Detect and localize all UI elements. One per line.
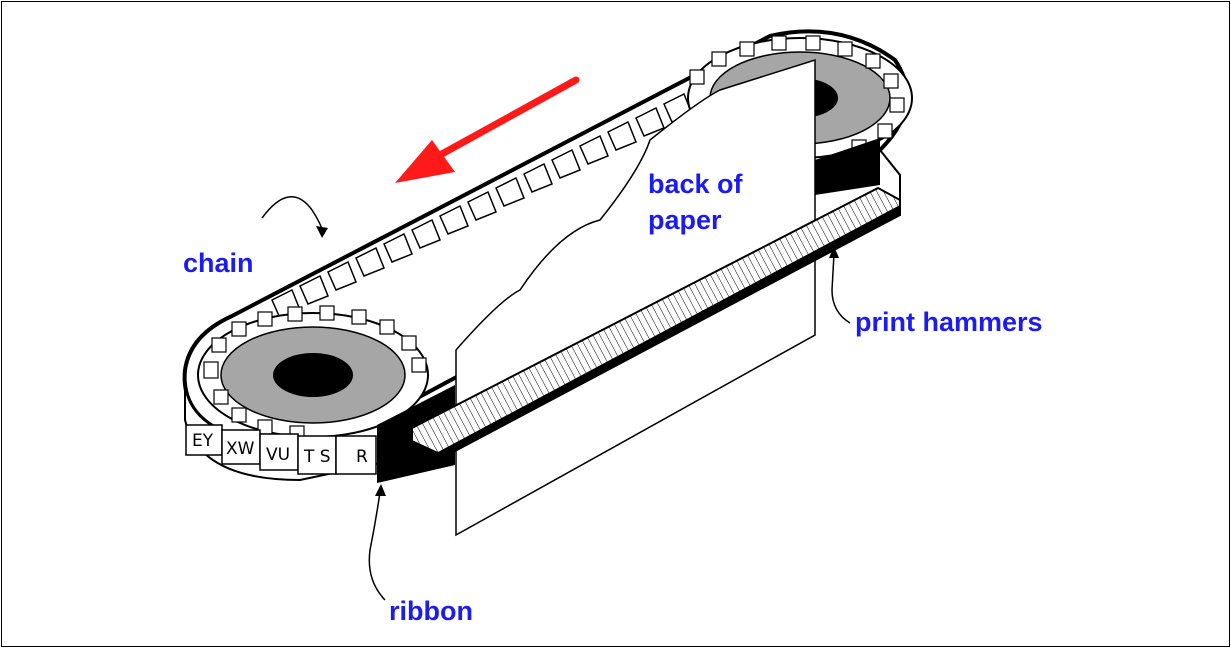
chain-char-4: R [356, 447, 368, 467]
paper-sheet [455, 58, 816, 537]
ribbon-pointer [368, 484, 386, 601]
ribbon-label: ribbon [389, 596, 473, 626]
direction-arrow [395, 76, 580, 183]
chain-char-0: EY [192, 431, 214, 451]
chain-char-1: XW [226, 439, 255, 459]
chain-pointer [261, 196, 328, 238]
print-hammers-label: print hammers [855, 307, 1043, 337]
chain-label: chain [183, 248, 254, 278]
back-of-paper-label-line2: paper [648, 205, 722, 235]
chain-char-3: T S [303, 447, 331, 467]
chain-character-blocks: EY XW VU T S R [185, 424, 377, 475]
left-sprocket [197, 305, 429, 441]
print-hammers-pointer [829, 246, 851, 324]
chain-char-2: VU [266, 445, 290, 465]
back-of-paper-label-line1: back of [648, 169, 744, 199]
print-hammers-bank [411, 186, 901, 462]
